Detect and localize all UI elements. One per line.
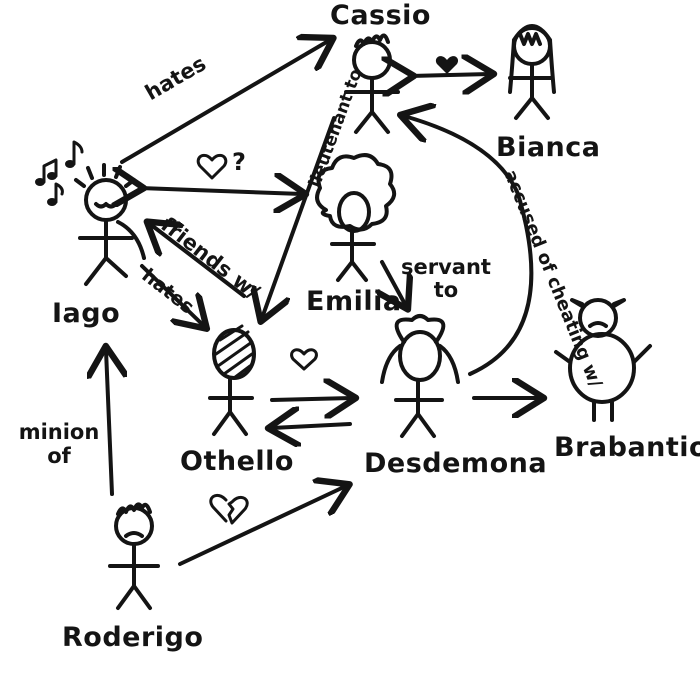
name-cassio: Cassio xyxy=(330,0,431,31)
relation-roderigo-iago: minion of xyxy=(18,420,100,469)
arrow-iago-to-cassio xyxy=(120,40,330,164)
arrow-desdemona-to-cassio xyxy=(404,116,534,376)
roderigo-figure xyxy=(108,502,160,610)
arrow-cassio-bianca xyxy=(410,74,490,76)
brabantio-figure xyxy=(554,298,652,422)
relation-iago-emilia-question: ? xyxy=(232,148,246,176)
arrow-roderigo-to-desdemona xyxy=(178,486,346,566)
name-othello: Othello xyxy=(180,446,294,477)
relation-emilia-desdemona: servant to xyxy=(401,255,491,303)
name-bianca: Bianca xyxy=(496,132,601,163)
arrow-othello-to-iago xyxy=(150,224,246,298)
arrow-roderigo-to-iago xyxy=(106,350,112,496)
bianca-figure xyxy=(508,24,556,120)
heart-icon xyxy=(290,348,318,371)
arrow-othello-to-desdemona xyxy=(270,398,352,400)
othello-figure xyxy=(208,324,256,436)
broken-heart-icon xyxy=(209,493,249,525)
iago-figure xyxy=(74,163,146,286)
name-roderigo: Roderigo xyxy=(62,622,204,653)
arrow-desdemona-to-othello xyxy=(272,424,352,428)
music-notes-icon xyxy=(35,140,84,206)
arrow-iago-emilia xyxy=(140,188,302,194)
arrow-iago-to-othello xyxy=(140,264,204,326)
emilia-figure xyxy=(315,153,397,282)
name-desdemona: Desdemona xyxy=(364,448,548,479)
name-iago: Iago xyxy=(52,298,121,329)
name-emilia: Emilia xyxy=(306,286,402,317)
heart-icon xyxy=(196,153,228,180)
name-brabantio: Brabantio xyxy=(554,432,700,463)
arrow-cassio-to-othello xyxy=(262,116,336,318)
arrow-emilia-to-desdemona xyxy=(382,260,406,306)
desdemona-figure xyxy=(380,314,460,438)
heart-icon xyxy=(435,56,459,74)
